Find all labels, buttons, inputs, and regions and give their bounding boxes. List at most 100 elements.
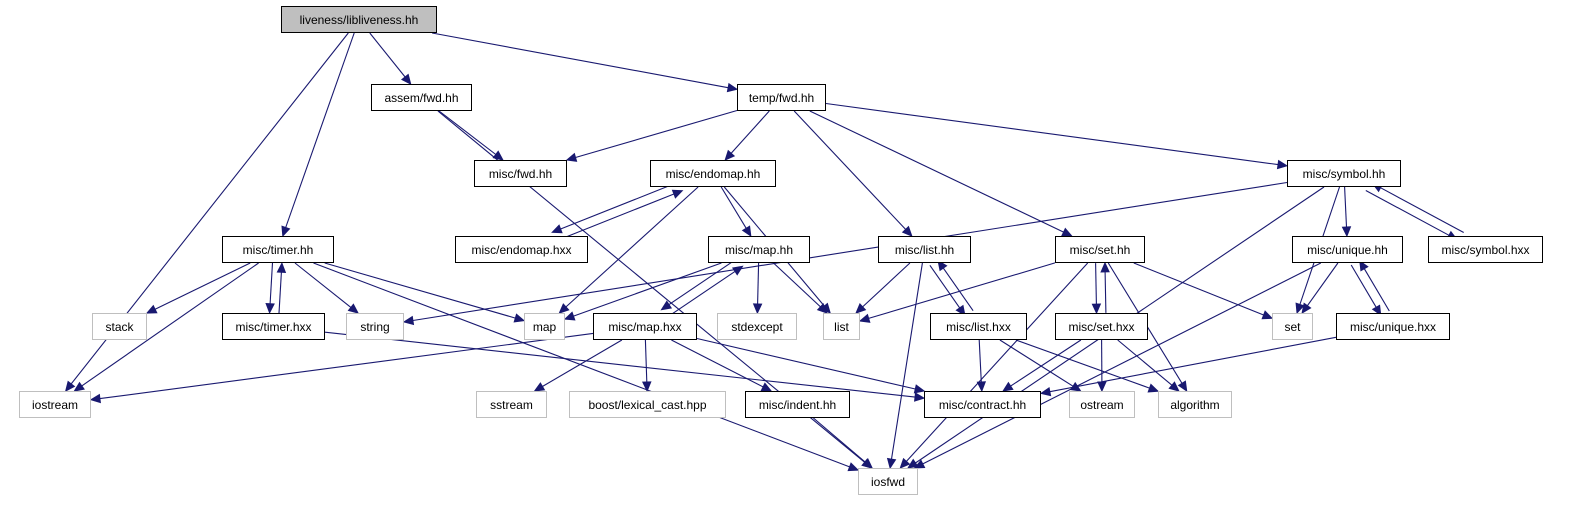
node-iosfwd: iosfwd	[858, 468, 918, 495]
arrowhead-endomap-to-map-hh	[743, 226, 751, 236]
arrowhead-root-to-iostream	[66, 382, 75, 392]
arrowhead-root-to-assem-fwd	[402, 75, 411, 85]
node-set-hxx[interactable]: misc/set.hxx	[1055, 313, 1148, 340]
node-misc-fwd[interactable]: misc/fwd.hh	[474, 160, 567, 187]
arrowhead-timer-to-timer-hxx	[266, 304, 274, 313]
arrowhead-root-to-temp-fwd	[727, 84, 737, 92]
arrowhead-map-hh-to-map-hxx	[662, 301, 672, 309]
edge-endomap-to-endomap-hxx	[561, 183, 676, 229]
arrowhead-timer-hxx-to-timer	[277, 263, 285, 272]
edge-temp-fwd-to-set-hh	[810, 111, 1064, 232]
edge-root-to-timer	[286, 33, 355, 228]
node-list: list	[823, 313, 860, 340]
node-timer-hxx[interactable]: misc/timer.hxx	[222, 313, 325, 340]
edge-set-hxx-to-contract	[1011, 340, 1081, 386]
edge-set-hxx-to-algorithm	[1118, 340, 1172, 385]
arrowhead-set-hh-to-set	[1262, 311, 1272, 319]
arrowhead-symbol-to-string	[404, 317, 414, 325]
edge-set-hxx-to-set-hh	[1105, 272, 1106, 313]
edge-timer-hxx-to-timer	[279, 272, 281, 313]
arrowhead-map-hxx-to-lexical	[643, 382, 651, 391]
arrowhead-timer-hxx-to-contract	[915, 393, 924, 401]
edge-set-hh-to-set-hxx	[1096, 263, 1097, 304]
node-timer[interactable]: misc/timer.hh	[222, 236, 334, 263]
arrowhead-map-hxx-to-contract	[914, 385, 924, 393]
arrowhead-timer-to-iosfwd	[848, 463, 858, 470]
node-sstream: sstream	[476, 391, 547, 418]
arrowhead-set-hh-to-algorithm	[1179, 381, 1187, 391]
edge-map-hh-to-map	[574, 263, 722, 316]
edge-list-hh-to-iosfwd	[892, 263, 923, 459]
edge-temp-fwd-to-misc-fwd	[576, 111, 738, 158]
edge-symbol-to-unique	[1345, 187, 1347, 227]
edge-assem-fwd-to-misc-fwd	[439, 111, 496, 155]
node-endomap[interactable]: misc/endomap.hh	[650, 160, 776, 187]
node-set-hh[interactable]: misc/set.hh	[1055, 236, 1145, 263]
edge-map-hxx-to-contract	[697, 339, 915, 390]
edge-unique-hxx-to-unique	[1364, 269, 1389, 311]
arrowhead-root-to-timer	[282, 226, 290, 236]
node-map-hh[interactable]: misc/map.hh	[708, 236, 810, 263]
edge-list-hxx-to-contract	[979, 340, 981, 382]
node-map-hxx[interactable]: misc/map.hxx	[593, 313, 697, 340]
arrowhead-timer-to-stack	[147, 306, 157, 314]
edge-endomap-to-map-hh	[721, 187, 746, 228]
node-stdexcept: stdexcept	[717, 313, 797, 340]
edge-endomap-hxx-to-endomap	[559, 194, 674, 240]
edge-timer-hxx-to-contract	[325, 332, 915, 397]
node-unique[interactable]: misc/unique.hh	[1292, 236, 1403, 263]
arrowhead-list-hh-to-iosfwd	[888, 459, 896, 469]
arrowhead-unique-to-set	[1302, 303, 1311, 313]
arrowhead-map-hxx-to-iostream	[91, 395, 100, 403]
arrowhead-map-hh-to-map	[565, 312, 575, 320]
edge-map-hxx-to-indent	[671, 340, 763, 387]
arrowhead-set-hh-to-set-hxx	[1092, 304, 1100, 313]
arrowhead-set-hxx-to-ostream	[1098, 382, 1106, 391]
node-symbol-hxx[interactable]: misc/symbol.hxx	[1428, 236, 1543, 263]
node-map: map	[524, 313, 565, 340]
arrowhead-set-hh-to-list	[860, 315, 870, 323]
arrowhead-temp-fwd-to-symbol	[1278, 161, 1288, 169]
edge-map-hxx-to-lexical	[645, 340, 646, 382]
edge-map-hh-to-stdexcept	[758, 263, 759, 304]
edge-unique-to-unique-hxx	[1351, 265, 1376, 307]
edge-root-to-assem-fwd	[370, 33, 405, 77]
node-lexical: boost/lexical_cast.hpp	[569, 391, 726, 418]
arrowhead-timer-to-map	[514, 314, 524, 322]
edge-symbol-hxx-to-symbol	[1381, 188, 1464, 233]
edge-temp-fwd-to-symbol	[826, 104, 1278, 165]
node-unique-hxx[interactable]: misc/unique.hxx	[1336, 313, 1450, 340]
edge-root-to-temp-fwd	[432, 33, 728, 88]
edge-map-hxx-to-iostream	[100, 333, 593, 398]
node-assem-fwd[interactable]: assem/fwd.hh	[371, 84, 472, 111]
node-list-hxx[interactable]: misc/list.hxx	[930, 313, 1027, 340]
edge-unique-to-iosfwd	[923, 263, 1321, 464]
node-symbol[interactable]: misc/symbol.hh	[1287, 160, 1401, 187]
node-contract[interactable]: misc/contract.hh	[924, 391, 1041, 418]
node-temp-fwd[interactable]: temp/fwd.hh	[737, 84, 826, 111]
arrowhead-timer-to-iostream	[74, 383, 84, 391]
arrowhead-map-hxx-to-sstream	[535, 383, 545, 391]
arrowhead-endomap-hxx-to-endomap	[673, 190, 683, 198]
node-endomap-hxx[interactable]: misc/endomap.hxx	[455, 236, 588, 263]
arrowhead-temp-fwd-to-misc-fwd	[567, 154, 577, 162]
node-root[interactable]: liveness/libliveness.hh	[281, 6, 437, 33]
edge-list-hh-to-list-hxx	[930, 265, 960, 308]
node-set: set	[1272, 313, 1313, 340]
edge-set-hh-to-iosfwd	[906, 263, 1087, 461]
arrowhead-assem-fwd-to-misc-fwd	[493, 151, 503, 160]
node-string: string	[346, 313, 404, 340]
edge-symbol-to-symbol-hxx	[1366, 191, 1449, 236]
node-stack: stack	[92, 313, 147, 340]
arrowhead-temp-fwd-to-set-hh	[1062, 229, 1072, 237]
edge-list-hxx-to-list-hh	[943, 268, 973, 311]
arrowhead-unique-hxx-to-contract	[1041, 388, 1051, 396]
node-indent[interactable]: misc/indent.hh	[745, 391, 850, 418]
node-list-hh[interactable]: misc/list.hh	[878, 236, 971, 263]
edge-set-hh-to-set	[1134, 263, 1264, 315]
arrowhead-map-hxx-to-map-hh	[733, 266, 743, 274]
arrowhead-set-hxx-to-set-hh	[1101, 263, 1109, 272]
edge-map-hh-to-map-hxx	[669, 260, 736, 305]
edge-map-hh-to-list	[774, 263, 821, 307]
